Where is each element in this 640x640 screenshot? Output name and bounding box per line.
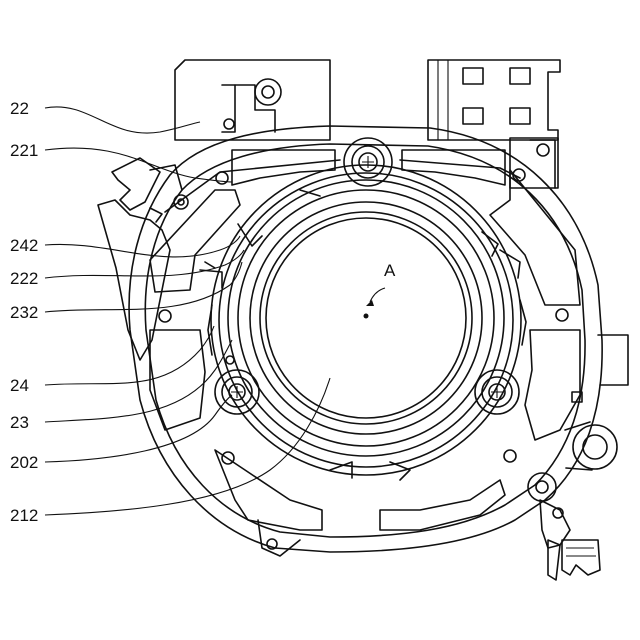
label-222: 222: [10, 269, 38, 288]
label-242: 242: [10, 236, 38, 255]
slotted-frame: [150, 150, 580, 530]
left-screw: [215, 370, 259, 414]
label-22: 22: [10, 99, 29, 118]
right-bracket: [428, 60, 560, 188]
frame-holes: [159, 169, 568, 464]
center-point-a: [364, 288, 386, 319]
ring-ribs: [200, 190, 526, 480]
bottom-connector: [540, 500, 600, 580]
label-point-a: A: [384, 261, 396, 280]
base-plate: [175, 60, 330, 140]
label-202: 202: [10, 453, 38, 472]
label-221: 221: [10, 141, 38, 160]
label-232: 232: [10, 303, 38, 322]
label-212: 212: [10, 506, 38, 525]
label-24: 24: [10, 376, 29, 395]
label-23: 23: [10, 413, 29, 432]
right-screw: [475, 370, 519, 414]
